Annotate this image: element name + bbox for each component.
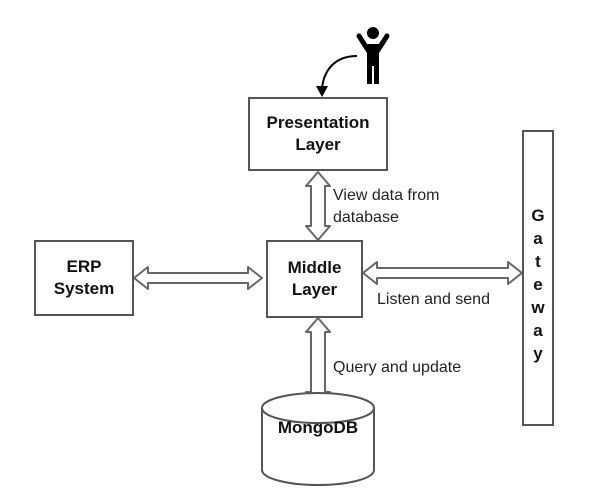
middle-layer-node: Middle Layer [266, 240, 363, 318]
mongodb-label: MongoDB [277, 418, 359, 437]
arrow-erp-middle [133, 266, 263, 290]
edge-label-view-data: View data from database [333, 185, 439, 229]
gateway-letter: e [533, 275, 543, 294]
edge-label-view-data-line-2: database [333, 209, 399, 226]
erp-system-node: ERP System [34, 240, 134, 316]
arrow-presentation-middle [305, 171, 331, 241]
presentation-layer-line-2: Layer [295, 135, 341, 154]
edge-label-view-data-line-1: View data from [333, 187, 440, 204]
gateway-letter: w [531, 298, 545, 317]
erp-system-line-2: System [53, 279, 115, 298]
edge-label-query-update: Query and update [333, 359, 462, 376]
gateway-letter: a [533, 229, 543, 248]
user-arrow [316, 55, 358, 97]
gateway-letter: y [533, 344, 543, 363]
middle-layer-line-2: Layer [291, 280, 338, 299]
gateway-node: G a t e w a y [522, 130, 554, 426]
presentation-layer-line-1: Presentation [266, 113, 370, 132]
arrow-middle-gateway [362, 261, 523, 285]
gateway-letter: G [531, 206, 545, 225]
person-icon [356, 27, 390, 84]
middle-layer-line-1: Middle [287, 258, 342, 277]
erp-system-line-1: ERP [66, 257, 102, 276]
gateway-letter: t [535, 252, 541, 271]
edge-label-listen-send: Listen and send [377, 291, 490, 308]
gateway-letter: a [533, 321, 543, 340]
mongodb-cylinder [261, 392, 375, 486]
presentation-layer-node: Presentation Layer [248, 97, 388, 171]
